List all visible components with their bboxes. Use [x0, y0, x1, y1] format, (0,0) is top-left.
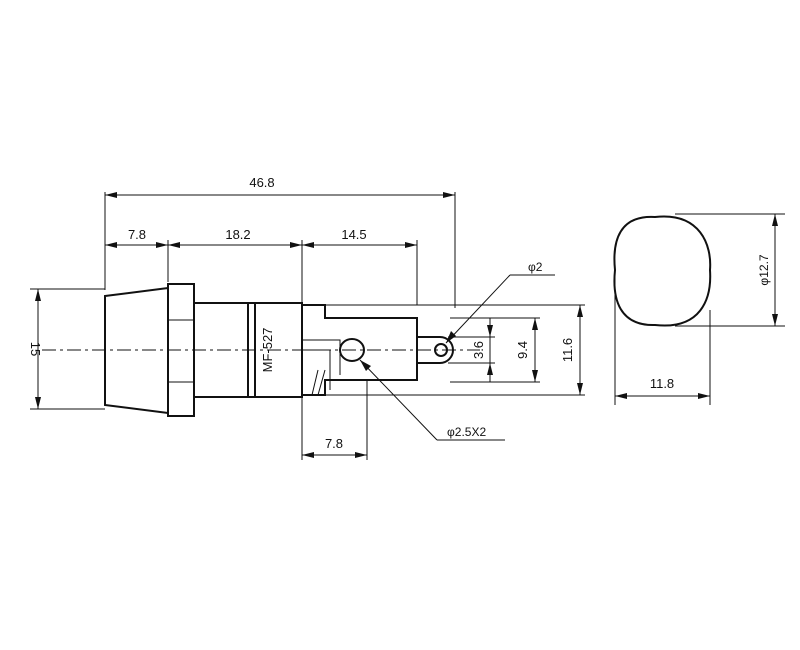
dim-label-3-6: 3.6	[471, 341, 486, 359]
end-profile	[613, 215, 712, 327]
dim-label-7-8-lower: 7.8	[325, 436, 343, 451]
dim-label-phi-12-7: φ12.7	[757, 254, 771, 285]
side-view: 46.8 7.8 18.2 14.5 MF-527	[28, 175, 585, 460]
dim-label-phi-2: φ2	[528, 260, 543, 274]
dim-label-7-8-cap: 7.8	[128, 227, 146, 242]
dim-label-18-2: 18.2	[225, 227, 250, 242]
dim-label-phi-2-5x2: φ2.5X2	[447, 425, 486, 439]
end-view: φ12.7 11.8	[613, 213, 785, 405]
dim-label-46-8: 46.8	[249, 175, 274, 190]
leader-phi-2-5	[359, 359, 438, 441]
dim-label-11-8: 11.8	[650, 376, 674, 391]
leader-phi-2	[445, 274, 511, 344]
screw-hole	[339, 338, 365, 362]
dim-label-14-5: 14.5	[341, 227, 366, 242]
dim-label-15: 15	[28, 342, 43, 356]
dim-label-11-6: 11.6	[560, 338, 575, 362]
dim-label-9-4: 9.4	[515, 341, 530, 359]
